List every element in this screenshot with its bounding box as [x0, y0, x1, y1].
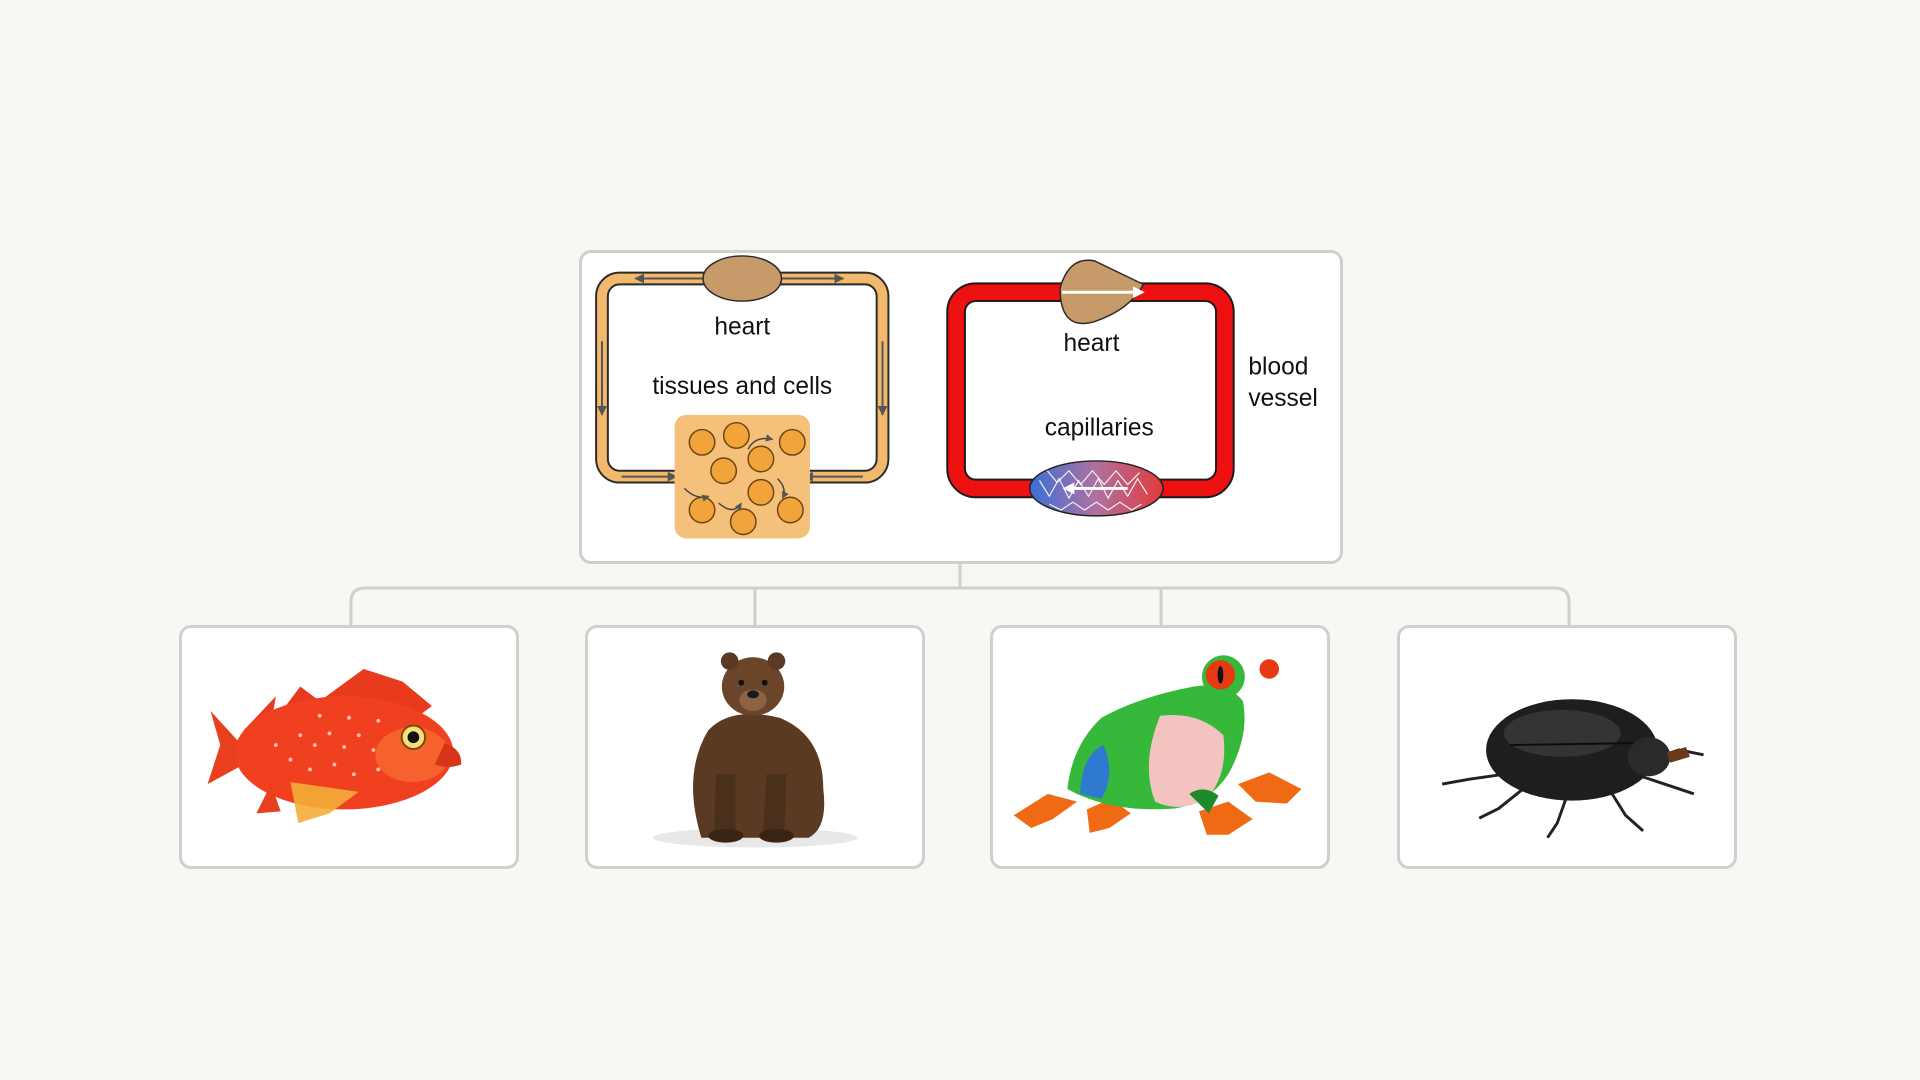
capillaries-label: capillaries — [1045, 414, 1154, 441]
tissues-label: tissues and cells — [652, 373, 832, 400]
tissue-block — [674, 414, 810, 539]
fish-icon — [207, 668, 462, 824]
circulation-card: heart tissues and cells — [579, 250, 1343, 564]
capillaries-icon — [1028, 460, 1164, 517]
open-circulation: heart tissues and cells — [595, 255, 890, 539]
closed-circulation: heart capillaries blood vessel — [946, 259, 1318, 517]
bear-card — [585, 625, 925, 869]
bear-icon — [652, 652, 858, 848]
beetle-icon — [1441, 699, 1704, 839]
circulation-diagram: heart tissues and cells — [595, 255, 1318, 539]
frog-icon — [1013, 655, 1302, 835]
frog-card — [990, 625, 1330, 869]
open-flow-arrows — [597, 273, 888, 482]
blood-vessel-label-line2: vessel — [1248, 385, 1318, 412]
cell-icons — [688, 421, 806, 536]
open-heart-label: heart — [714, 313, 770, 340]
beetle-card — [1397, 625, 1737, 869]
open-heart-icon — [702, 255, 783, 302]
closed-heart-label: heart — [1064, 330, 1120, 357]
fish-card — [179, 625, 519, 869]
blood-vessel-label-line1: blood — [1248, 354, 1308, 381]
